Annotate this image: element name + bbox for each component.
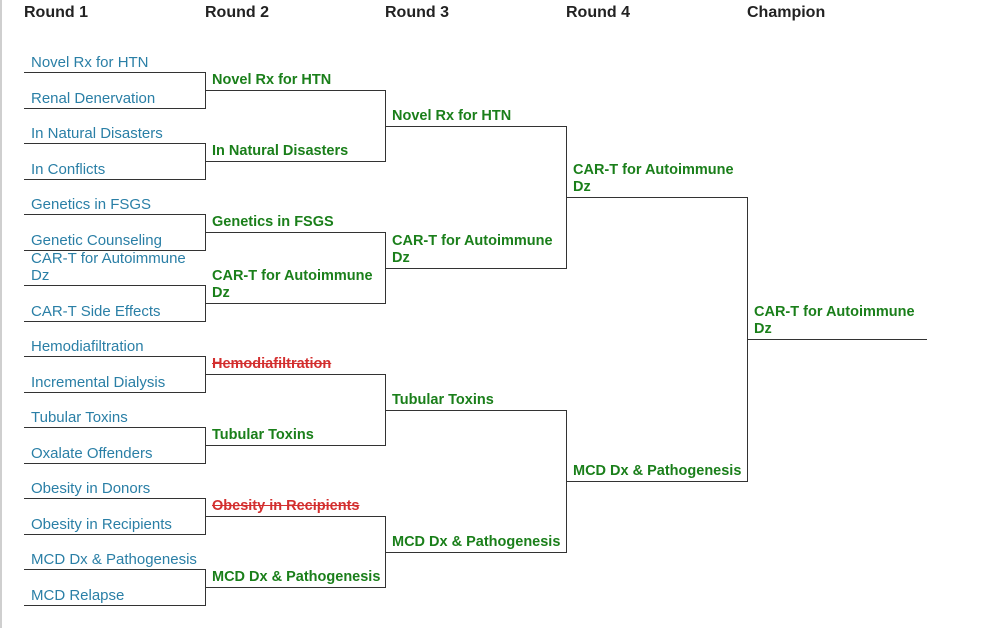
bracket-line (385, 125, 566, 127)
entry-round1[interactable]: MCD Relapse (31, 587, 125, 604)
bracket-line (747, 338, 927, 340)
bracket-line (24, 392, 205, 393)
bracket-connector (566, 125, 567, 269)
entry-round4[interactable]: CAR-T for Autoimmune Dz (573, 161, 734, 195)
bracket-line (205, 587, 386, 588)
entry-round1[interactable]: Tubular Toxins (31, 409, 128, 426)
bracket-line (205, 445, 386, 446)
bracket-line (24, 250, 205, 251)
bracket-line (24, 569, 205, 570)
round-header-3: Round 3 (385, 4, 449, 21)
entry-round1[interactable]: In Conflicts (31, 161, 106, 178)
entry-round1[interactable]: Oxalate Offenders (31, 445, 153, 462)
entry-round1[interactable]: In Natural Disasters (31, 125, 163, 142)
entry-round2[interactable]: MCD Dx & Pathogenesis (212, 569, 381, 585)
bracket-line (205, 232, 386, 233)
bracket-connector (205, 569, 206, 606)
bracket-connector (385, 374, 386, 446)
entry-round1[interactable]: Hemodiafiltration (31, 338, 144, 355)
bracket-connector (205, 285, 206, 322)
entry-round3[interactable]: CAR-T for Autoimmune Dz (392, 232, 553, 266)
entry-round2[interactable]: Obesity in Recipients (212, 498, 360, 514)
bracket-line (24, 498, 205, 499)
bracket-line (24, 605, 205, 606)
entry-round2[interactable]: Tubular Toxins (212, 427, 314, 443)
bracket-line (205, 516, 386, 517)
entry-round4[interactable]: MCD Dx & Pathogenesis (573, 462, 742, 479)
entry-round1[interactable]: Novel Rx for HTN (31, 54, 149, 71)
entry-round2[interactable]: Hemodiafiltration (212, 356, 332, 372)
bracket-line (205, 90, 386, 91)
bracket-line (205, 374, 386, 375)
bracket-connector (747, 196, 748, 482)
bracket-line (385, 551, 566, 553)
entry-round2[interactable]: Novel Rx for HTN (212, 72, 332, 88)
bracket-line (205, 161, 386, 162)
round-header-5: Champion (747, 4, 826, 21)
entry-round1[interactable]: Obesity in Recipients (31, 516, 172, 533)
entry-round1[interactable]: CAR-T for Autoimmune Dz (31, 250, 186, 284)
bracket-connector (205, 143, 206, 180)
champion-entry[interactable]: CAR-T for Autoimmune Dz (754, 303, 915, 337)
bracket-line (24, 285, 205, 286)
entry-round1[interactable]: Incremental Dialysis (31, 374, 166, 391)
bracket-connector (205, 214, 206, 251)
bracket-line (385, 409, 566, 411)
bracket-connector (205, 498, 206, 535)
entry-round2[interactable]: CAR-T for Autoimmune Dz (212, 268, 373, 301)
round-header-4: Round 4 (566, 4, 630, 21)
round-header-2: Round 2 (205, 4, 269, 21)
bracket-line (24, 108, 205, 109)
bracket-line (24, 72, 205, 73)
bracket-line (24, 179, 205, 180)
bracket-line (205, 303, 386, 304)
entry-round3[interactable]: Novel Rx for HTN (392, 107, 512, 124)
entry-round1[interactable]: MCD Dx & Pathogenesis (31, 551, 197, 568)
bracket-line (24, 356, 205, 357)
entry-round1[interactable]: Renal Denervation (31, 90, 156, 107)
bracket-connector (205, 72, 206, 109)
bracket-connector (385, 232, 386, 304)
bracket-connector (205, 427, 206, 464)
entry-round2[interactable]: Genetics in FSGS (212, 214, 334, 230)
bracket-line (24, 463, 205, 464)
entry-round1[interactable]: CAR-T Side Effects (31, 303, 161, 320)
bracket-line (24, 427, 205, 428)
bracket-connector (385, 516, 386, 588)
bracket-line (566, 480, 747, 482)
bracket-line (24, 143, 205, 144)
entry-round1[interactable]: Genetic Counseling (31, 232, 162, 249)
entry-round1[interactable]: Obesity in Donors (31, 480, 151, 497)
bracket-line (24, 321, 205, 322)
bracket-line (24, 534, 205, 535)
entry-round3[interactable]: Tubular Toxins (392, 391, 494, 408)
bracket-connector (566, 409, 567, 553)
entry-round3[interactable]: MCD Dx & Pathogenesis (392, 533, 561, 550)
left-border (0, 0, 2, 628)
round-header-1: Round 1 (24, 4, 88, 21)
bracket-line (566, 196, 747, 198)
bracket-connector (385, 90, 386, 162)
bracket-line (24, 214, 205, 215)
entry-round1[interactable]: Genetics in FSGS (31, 196, 152, 213)
entry-round2[interactable]: In Natural Disasters (212, 143, 349, 159)
bracket-connector (205, 356, 206, 393)
bracket-line (385, 267, 566, 269)
